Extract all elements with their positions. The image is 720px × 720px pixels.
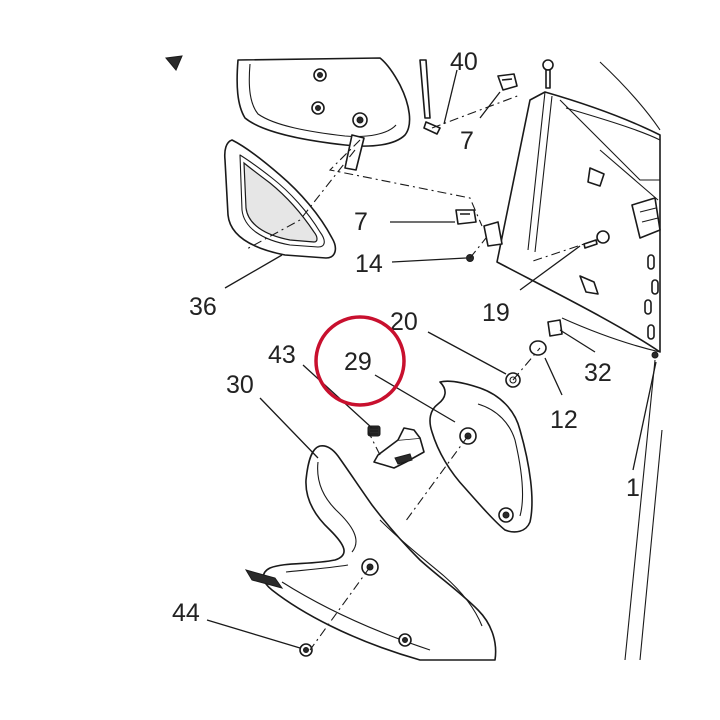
part-12-grommet — [529, 340, 547, 356]
view-arrow-icon — [165, 55, 183, 71]
part-32-clip — [547, 319, 563, 337]
part-29-side-panel — [429, 380, 533, 533]
assembly-axes — [244, 94, 597, 651]
upper-fairing-panel — [236, 57, 411, 171]
part-19-screw — [583, 230, 610, 249]
lower-panel-tab — [244, 569, 284, 589]
part-30-lower-panel — [244, 445, 497, 661]
leader-lines — [206, 69, 657, 649]
bracket-near-14 — [483, 221, 503, 247]
mounting-bracket — [373, 427, 425, 469]
callout-32: 32 — [584, 359, 612, 387]
callout-43: 43 — [268, 341, 296, 369]
callout-14: 14 — [355, 250, 383, 278]
callout-36: 36 — [189, 293, 217, 321]
callout-30: 30 — [226, 371, 254, 399]
callout-7-upper: 7 — [460, 127, 474, 155]
callout-1: 1 — [626, 474, 640, 502]
frame-clip-2 — [579, 275, 599, 295]
part-36-grille — [223, 139, 337, 259]
callout-7-middle: 7 — [354, 208, 368, 236]
callout-44: 44 — [172, 599, 200, 627]
part-40-screw — [419, 59, 441, 135]
callout-12: 12 — [550, 406, 578, 434]
frame-clip-1 — [587, 167, 605, 187]
highlight-ring — [314, 315, 406, 407]
callout-labels: 40 7 7 14 36 19 20 29 43 30 32 12 1 44 — [172, 48, 640, 627]
part-7-clip-upper — [497, 73, 518, 91]
part-7-clip-middle — [455, 209, 477, 225]
callout-19: 19 — [482, 299, 510, 327]
top-bolt — [542, 59, 554, 89]
callout-29: 29 — [344, 348, 372, 376]
part-1-inner-frame — [496, 61, 661, 359]
frame-edge-line — [624, 359, 656, 661]
callout-40: 40 — [450, 48, 478, 76]
frame-bracket — [631, 197, 661, 239]
